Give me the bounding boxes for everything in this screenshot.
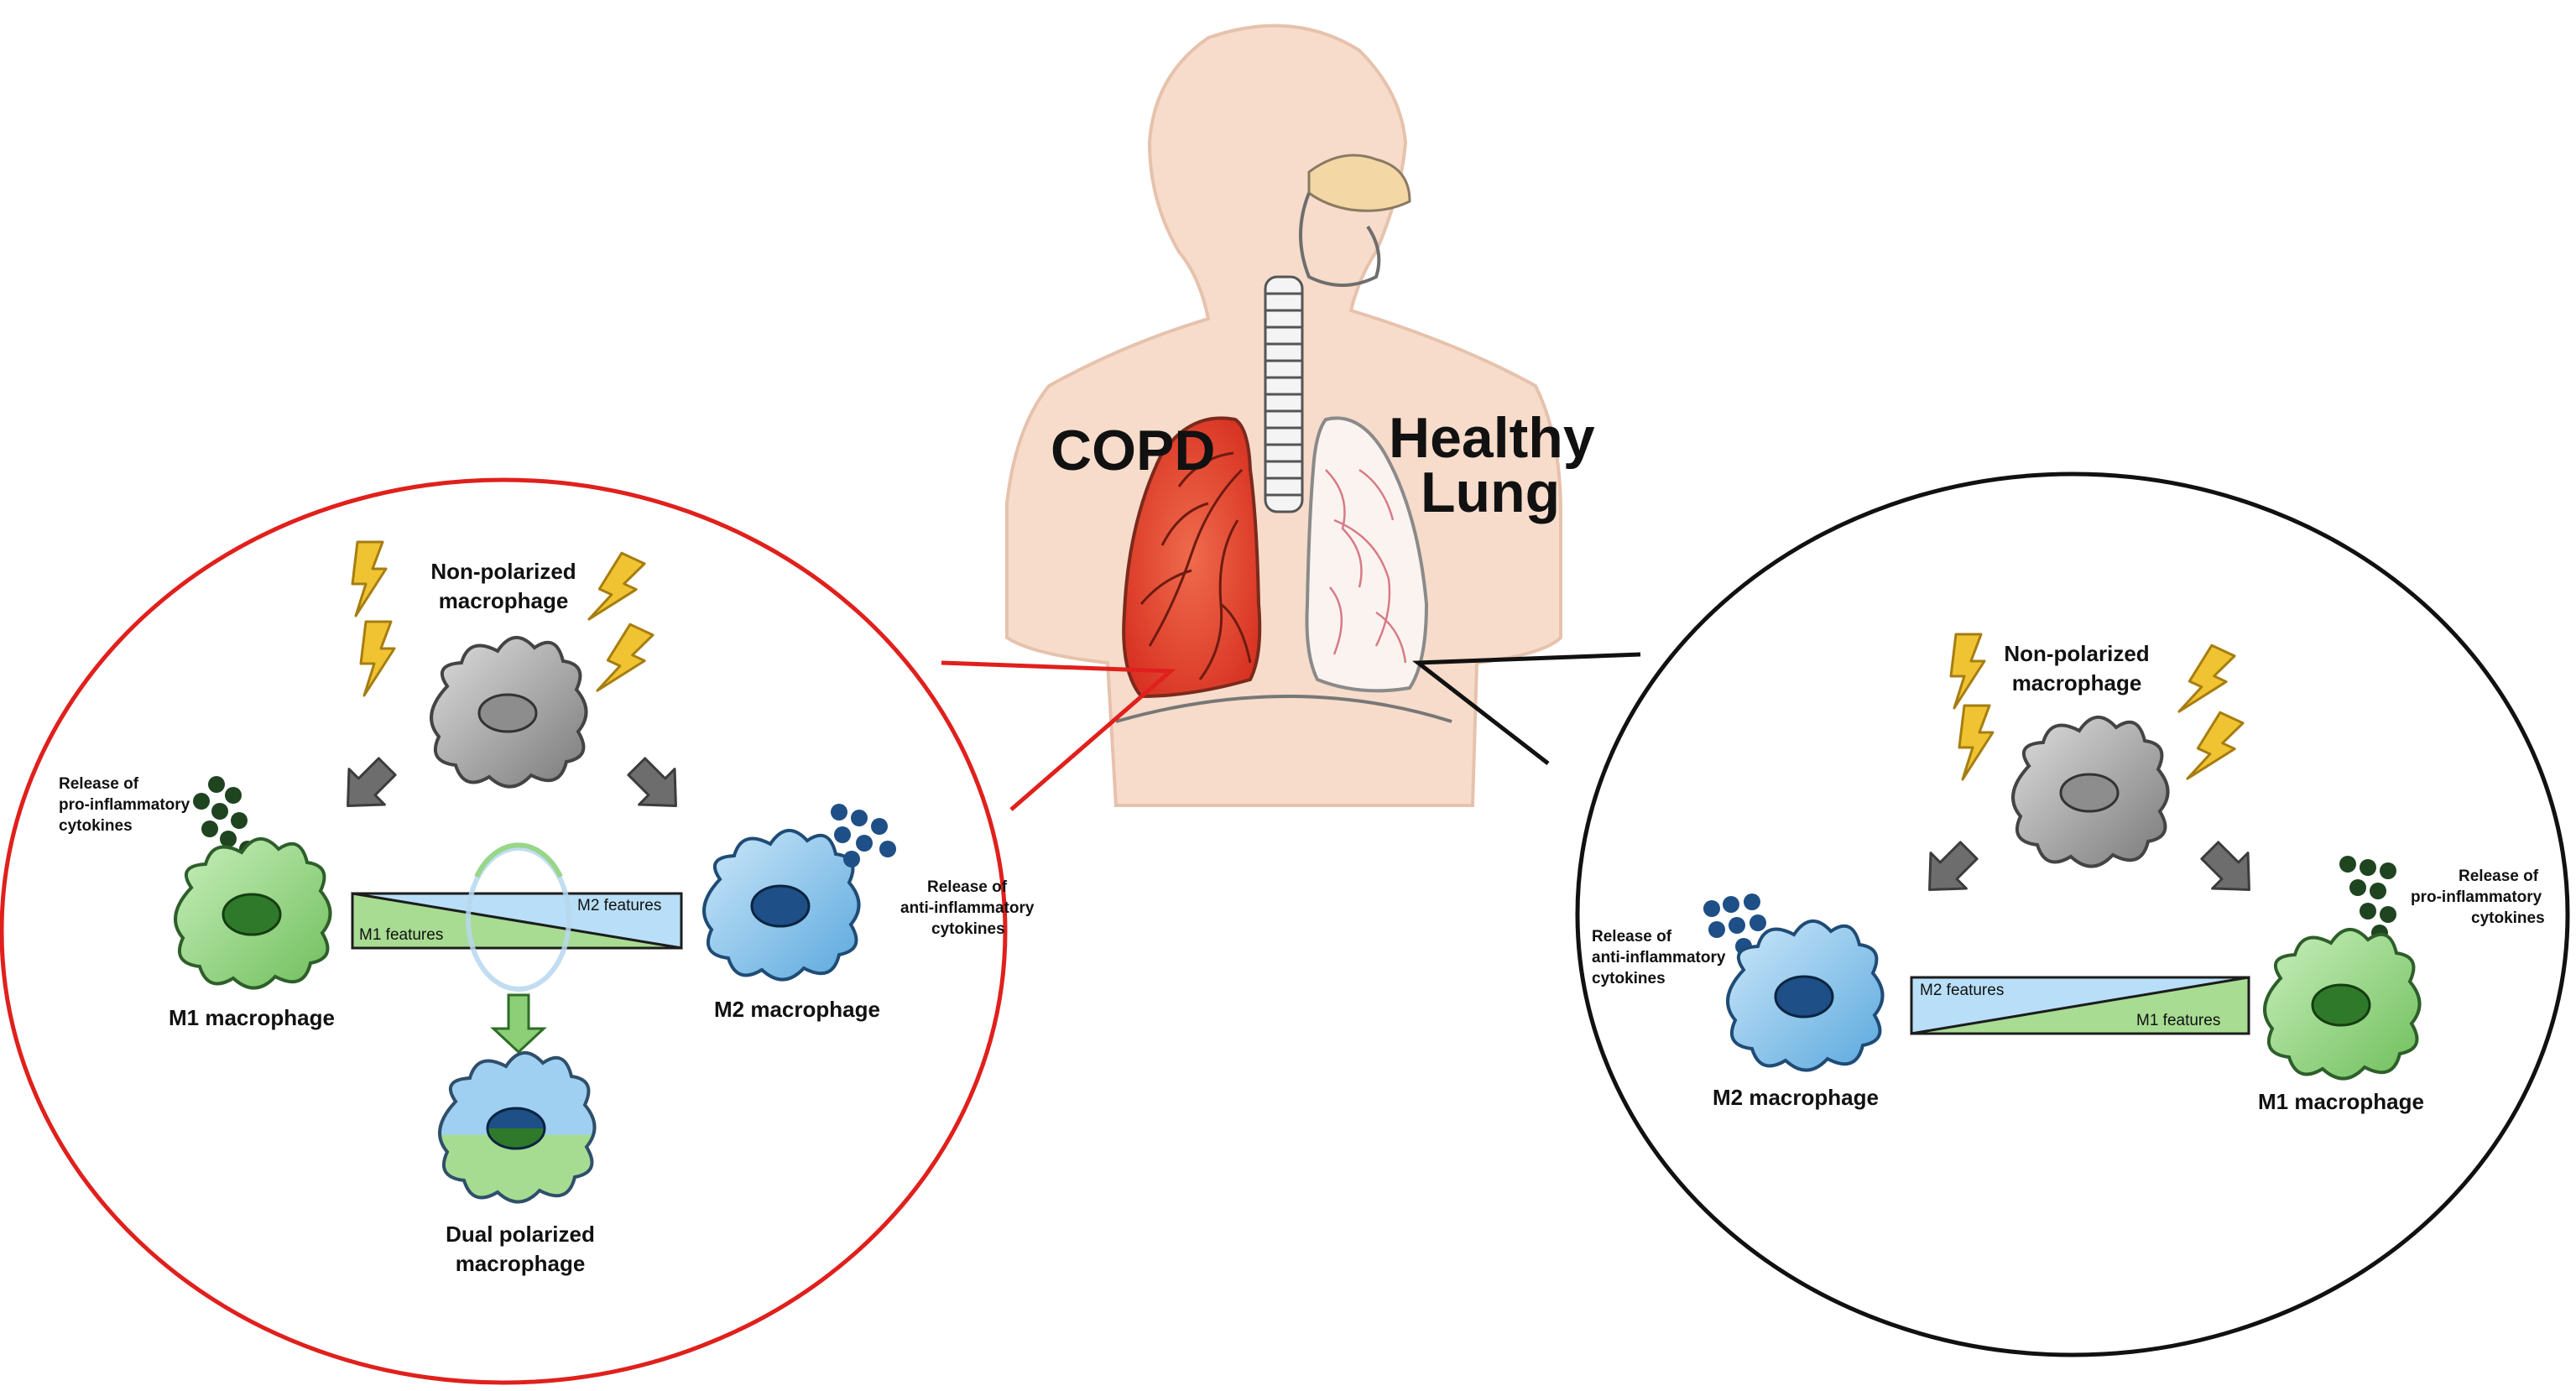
healthy-lung-vessels	[1325, 468, 1407, 664]
healthy-feature-bar: M2 features M1 features	[1910, 976, 2250, 1035]
dual-label-line2: macrophage	[456, 1251, 586, 1276]
healthy-nonpolarized-label-line1: Non-polarized	[2004, 641, 2149, 666]
arrow-down-left-icon	[1910, 831, 1988, 909]
arrow-down-left-icon	[328, 748, 406, 826]
overlap-highlight-ring	[466, 846, 571, 992]
lightning-icon	[1949, 633, 1986, 710]
lightning-icon	[359, 620, 396, 697]
copd-m2-label: M2 macrophage	[714, 997, 880, 1022]
copd-feature-bar: M2 features M1 features	[351, 892, 683, 950]
healthy-m2-macrophage	[1726, 919, 1885, 1072]
healthy-bar-m2-label: M2 features	[1920, 982, 2004, 999]
healthy-right-release-line3: cytokines	[2471, 909, 2545, 927]
human-torso: COPD Healthy Lung	[1005, 23, 1595, 807]
copd-bar-m2-label: M2 features	[577, 897, 661, 914]
copd-nonpolarized-macrophage	[430, 635, 588, 789]
healthy-bar-m1-label: M1 features	[2136, 1012, 2220, 1029]
healthy-left-release-line1: Release of	[1592, 928, 1672, 946]
healthy-panel: Non-polarized macrophage Release of anti…	[1592, 633, 2545, 1114]
healthy-left-release-line2: anti-inflammatory	[1592, 949, 1726, 966]
copd-callout-pointer	[941, 660, 1176, 811]
lightning-icon	[351, 540, 388, 617]
copd-right-release-line3: cytokines	[931, 920, 1005, 938]
copd-left-release-line2: pro-inflammatory	[59, 796, 190, 814]
pharynx	[1299, 192, 1381, 287]
healthy-m1-macrophage	[2263, 927, 2422, 1081]
healthy-m2-label: M2 macrophage	[1713, 1085, 1879, 1110]
healthy-callout-pointer	[1412, 652, 1641, 765]
copd-left-release-line3: cytokines	[59, 817, 133, 835]
lightning-icon	[592, 621, 658, 705]
healthy-callout	[1412, 471, 2570, 1357]
anti-inflammatory-cytokine-dots	[1703, 893, 1766, 955]
lightning-icon	[2174, 642, 2240, 726]
lightning-icon	[2182, 709, 2248, 793]
healthy-left-release-line3: cytokines	[1592, 970, 1666, 987]
copd-left-release-line1: Release of	[59, 775, 139, 793]
diaphragm	[1115, 695, 1452, 723]
healthy-lung	[1305, 416, 1429, 693]
healthy-right-release-line2: pro-inflammatory	[2411, 888, 2542, 906]
healthy-lung-label-line1: Healthy	[1389, 406, 1595, 470]
copd-m2-macrophage	[702, 828, 861, 982]
healthy-nonpolarized-label-line2: macrophage	[2012, 670, 2142, 696]
copd-lung-label: COPD	[1051, 419, 1215, 482]
dual-label-line1: Dual polarized	[446, 1222, 595, 1247]
arrow-down-icon	[490, 993, 547, 1055]
dual-polarized-macrophage	[438, 1050, 597, 1204]
copd-m1-macrophage	[174, 836, 332, 990]
copd-bar-m1-label: M1 features	[359, 926, 443, 944]
arrow-down-right-icon	[2191, 831, 2269, 909]
copd-callout-circle	[0, 477, 1008, 1385]
healthy-right-release-line1: Release of	[2459, 867, 2539, 885]
nasal-cavity	[1307, 154, 1411, 212]
copd-lung-airways	[1139, 451, 1252, 680]
copd-panel: Non-polarized macrophage Release of pro-…	[59, 540, 1035, 1276]
copd-nonpolarized-label-line1: Non-polarized	[430, 559, 576, 584]
healthy-callout-circle	[1575, 471, 2570, 1357]
copd-nonpolarized-label-line2: macrophage	[439, 588, 569, 613]
copd-right-release-line2: anti-inflammatory	[900, 899, 1035, 917]
lightning-icon	[1958, 704, 1995, 781]
copd-callout	[0, 477, 1176, 1385]
lightning-icon	[584, 550, 649, 633]
anti-inflammatory-cytokine-dots	[831, 804, 896, 867]
healthy-nonpolarized-macrophage	[2011, 715, 2170, 868]
healthy-m1-label: M1 macrophage	[2258, 1089, 2424, 1114]
healthy-lung-label-line2: Lung	[1421, 461, 1560, 524]
trachea	[1264, 275, 1304, 513]
arrow-down-right-icon	[618, 748, 696, 826]
copd-right-release-line1: Release of	[927, 878, 1008, 896]
copd-m1-label: M1 macrophage	[169, 1005, 335, 1030]
